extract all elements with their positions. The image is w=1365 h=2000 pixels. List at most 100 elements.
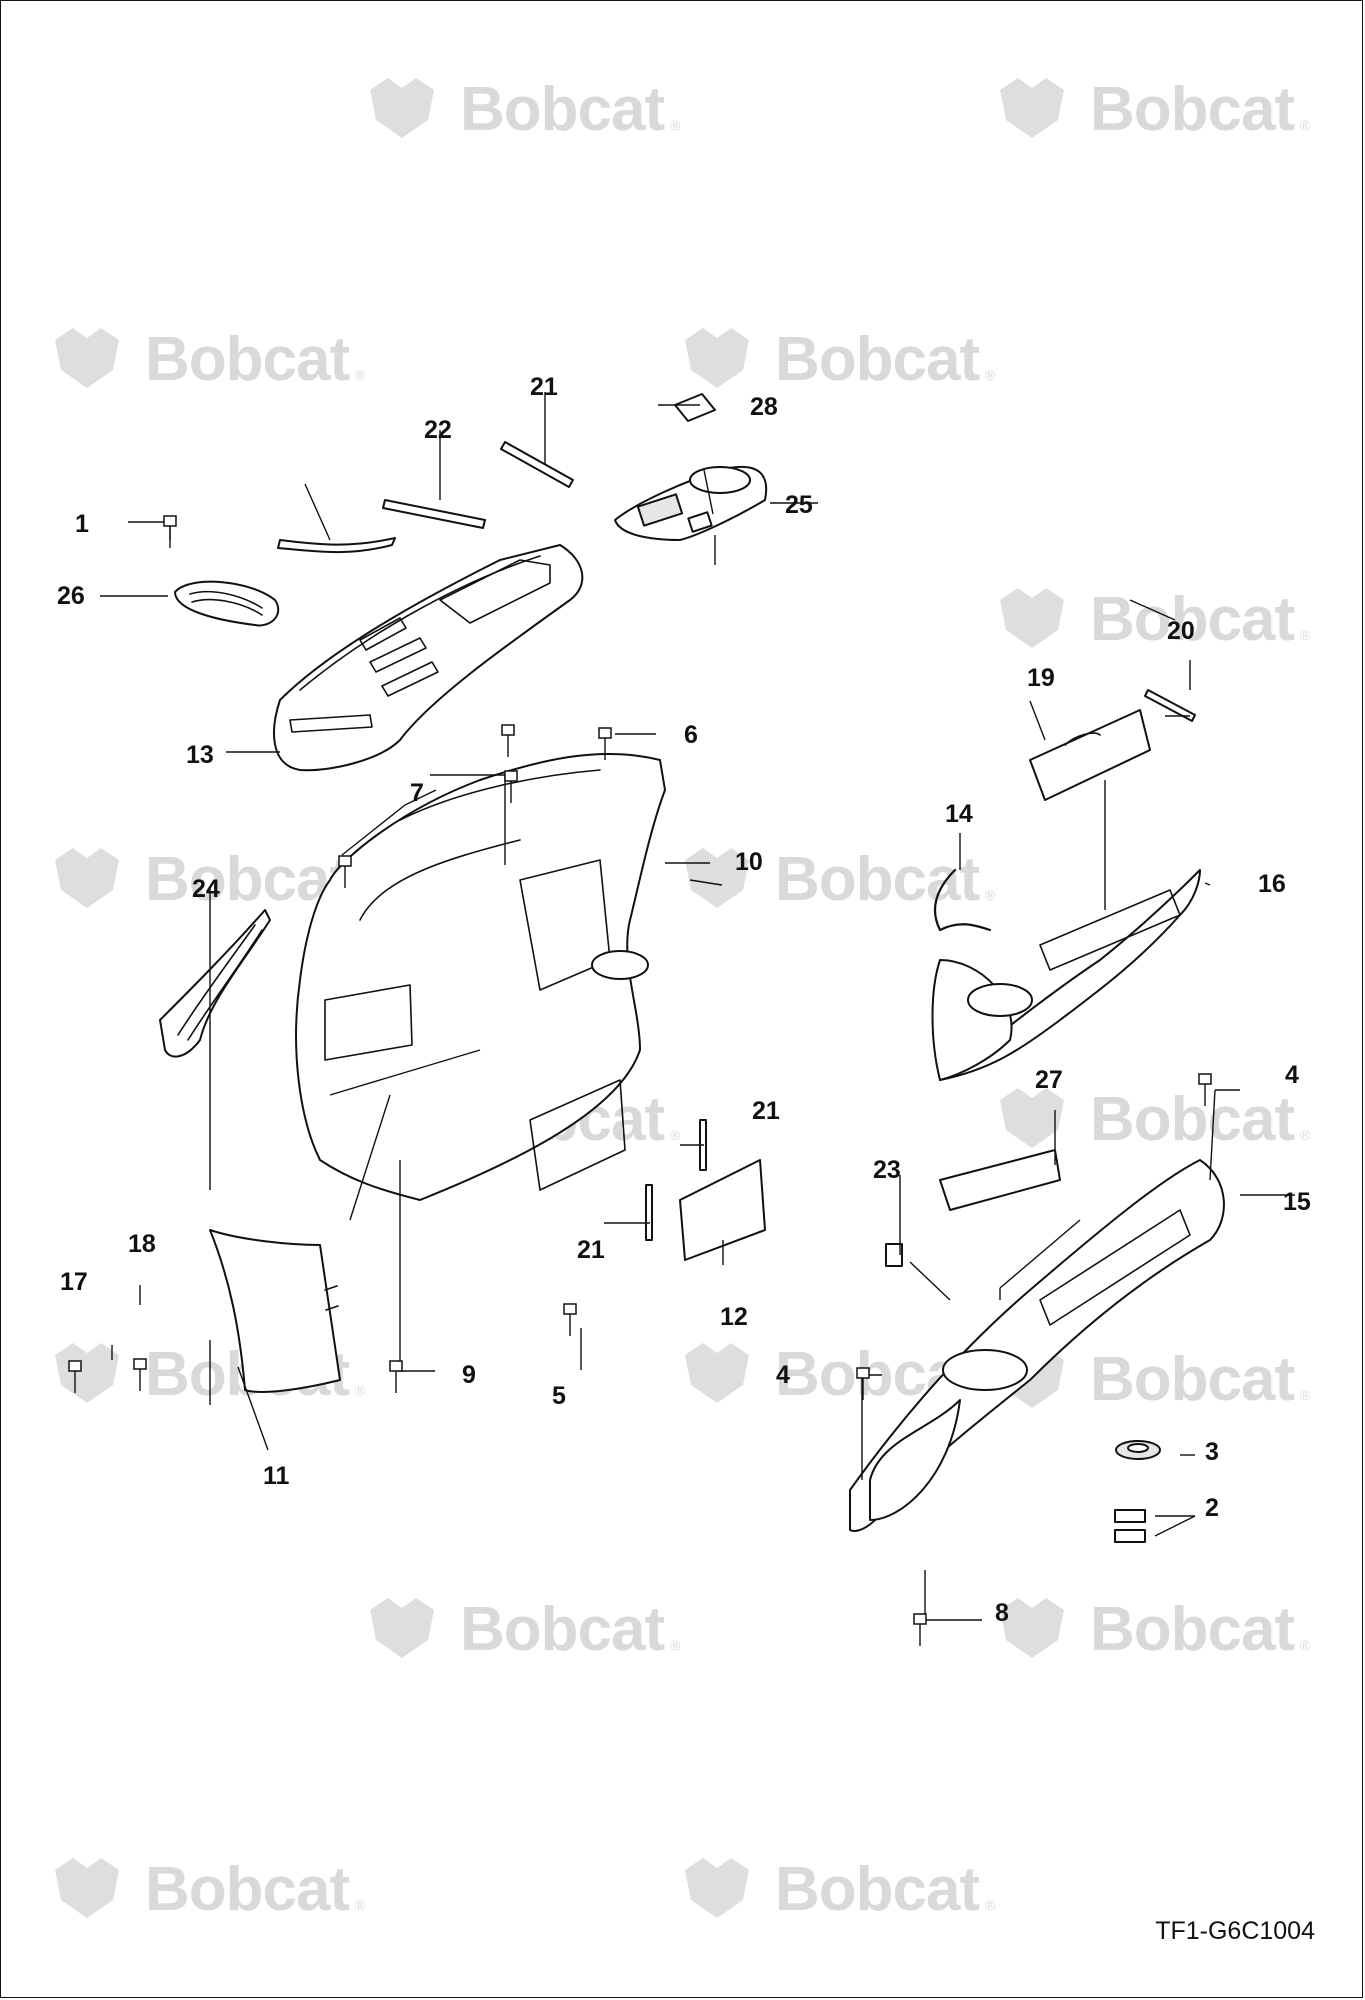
bobcat-logo-icon — [685, 1343, 749, 1403]
bolt-icon — [501, 724, 515, 757]
leader-line — [999, 1219, 1081, 1289]
watermark-reg: ® — [355, 1897, 366, 1913]
callout-4: 4 — [1285, 1061, 1299, 1089]
watermark-reg: ® — [985, 887, 996, 903]
callout-21: 21 — [530, 373, 558, 401]
callout-1: 1 — [75, 510, 89, 538]
bolt-icon — [389, 1360, 403, 1393]
callout-18: 18 — [128, 1230, 156, 1258]
bolt-icon — [338, 855, 352, 888]
watermark-reg: ® — [1300, 1387, 1311, 1403]
bobcat-watermark: Bobcat® — [1000, 1085, 1311, 1154]
watermark-brand: Bobcat — [1090, 1595, 1294, 1664]
callout-25: 25 — [785, 491, 813, 519]
watermark-reg: ® — [670, 1637, 681, 1653]
bolt-icon — [563, 1303, 577, 1336]
watermark-brand: Bobcat — [1090, 1345, 1294, 1414]
bobcat-watermark: Bobcat ® — [370, 75, 681, 144]
callout-3: 3 — [1205, 1438, 1219, 1466]
callout-5: 5 — [552, 1382, 566, 1410]
bobcat-watermark: Bobcat ® — [1000, 585, 1311, 654]
bobcat-logo-icon — [685, 328, 749, 388]
watermark-brand: Bobcat — [145, 845, 349, 914]
leader-line — [404, 789, 437, 806]
bolt-icon — [68, 1360, 82, 1393]
leader-line — [1154, 1515, 1196, 1537]
watermark-brand: Bobcat — [1090, 585, 1294, 654]
bolt-icon — [163, 515, 177, 548]
leader-line — [909, 1261, 951, 1301]
bobcat-logo-icon — [1000, 588, 1064, 648]
bobcat-watermark: Bobcat ® — [685, 845, 996, 914]
part-27-grille — [174, 580, 280, 627]
part-12-cover — [679, 1159, 766, 1261]
bolt-icon — [856, 1367, 870, 1400]
part-26-switch-panel — [614, 465, 768, 541]
bobcat-watermark: Bobcat ® — [685, 1855, 996, 1924]
watermark-layer: Bobcat ® Bobcat ® Bobcat ® Bobcat ® Bobcat ® Bobca… — [55, 75, 1311, 1924]
callout-16: 16 — [1258, 870, 1286, 898]
callout-26: 26 — [57, 582, 85, 610]
callout-4: 4 — [776, 1361, 790, 1389]
part-11-lower-panel — [209, 1229, 341, 1393]
bolt-icon — [1198, 1073, 1212, 1106]
fasteners — [68, 515, 1212, 1646]
leader-line — [341, 804, 406, 856]
part-3-grommet — [1115, 1440, 1161, 1460]
part-20-lid — [1029, 709, 1151, 801]
part-21-strip-b — [645, 1184, 653, 1241]
part-14-wire — [933, 868, 992, 932]
part-16-lower-right-console — [849, 1159, 1225, 1532]
leader-line — [237, 1366, 269, 1451]
callout-labels: 1234456789101112131415161718192021212122… — [57, 373, 1311, 1627]
watermark-reg: ® — [985, 367, 996, 383]
bolt-icon — [133, 1358, 147, 1391]
bobcat-logo-icon — [1000, 1088, 1064, 1148]
watermark-reg: ® — [670, 1127, 681, 1143]
part-10-main-console — [295, 752, 666, 1201]
leader-line — [1209, 1089, 1216, 1181]
bobcat-watermark: Bobcat® — [55, 845, 366, 914]
part-29-switch-cover — [674, 393, 716, 422]
leader-line — [1204, 882, 1211, 886]
watermark-brand: Bobcat — [775, 845, 979, 914]
callout-2: 2 — [1205, 1494, 1219, 1522]
leader-line — [304, 483, 331, 541]
bolt-icon — [504, 770, 518, 803]
bobcat-logo-icon — [685, 1858, 749, 1918]
bobcat-logo-icon — [370, 78, 434, 138]
watermark-reg: ® — [670, 117, 681, 133]
callout-17: 17 — [60, 1268, 88, 1296]
watermark-brand: Bobcat — [460, 1595, 664, 1664]
callout-20: 20 — [1167, 617, 1195, 645]
bobcat-logo-icon — [55, 328, 119, 388]
watermark-brand: Bobcat — [1090, 1085, 1294, 1154]
watermark-brand: Bobcat — [775, 1855, 979, 1924]
part-28-pad — [939, 1149, 1061, 1211]
watermark-reg: ® — [355, 367, 366, 383]
leader-line — [703, 469, 714, 515]
part-22-strip — [500, 441, 574, 488]
callout-10: 10 — [735, 848, 763, 876]
callout-23: 23 — [873, 1156, 901, 1184]
watermark-brand: Bobcat — [1090, 75, 1294, 144]
callout-8: 8 — [995, 1599, 1009, 1627]
callout-15: 15 — [1283, 1188, 1311, 1216]
leader-line — [329, 1049, 481, 1096]
watermark-brand: Bobcat — [460, 75, 664, 144]
callout-12: 12 — [720, 1303, 748, 1331]
leader-lines — [100, 392, 1295, 1621]
part-21-strip-c — [1144, 689, 1196, 722]
watermark-reg: ® — [985, 1897, 996, 1913]
callout-14: 14 — [945, 800, 973, 828]
bobcat-watermark: Bobcat® — [1000, 75, 1311, 144]
watermark-reg: ® — [355, 1382, 366, 1398]
watermark-reg: ® — [1300, 627, 1311, 643]
part-13-console-top — [273, 544, 584, 772]
part-15-strip — [277, 537, 396, 554]
callout-13: 13 — [186, 741, 214, 769]
callout-21: 21 — [752, 1097, 780, 1125]
bobcat-logo-icon — [55, 1858, 119, 1918]
